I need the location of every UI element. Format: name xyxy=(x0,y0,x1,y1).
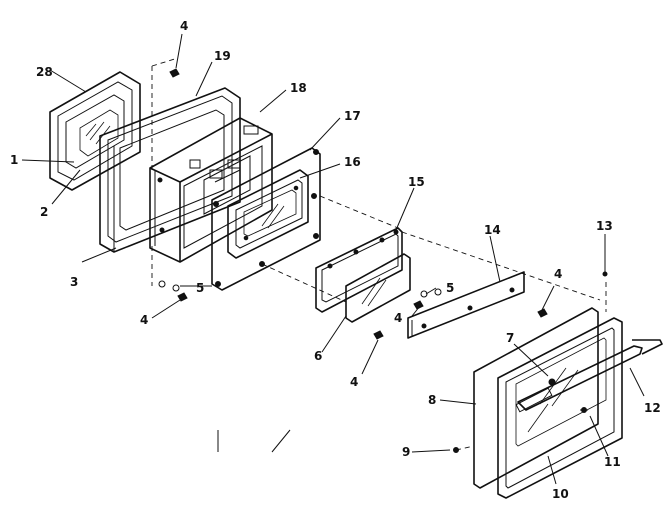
callout-5-left: 5 xyxy=(196,281,204,295)
callout-2: 2 xyxy=(40,205,48,219)
callout-4-middle: 4 xyxy=(350,375,358,389)
part-18-door-insulation-box xyxy=(149,117,273,263)
assembly-guide-lines xyxy=(151,57,607,451)
part-15-glass-retainer xyxy=(315,227,403,313)
callout-4-top: 4 xyxy=(180,19,188,33)
callout-labels: 28 19 18 17 16 15 14 13 12 11 10 9 8 7 6… xyxy=(10,19,661,501)
callout-13: 13 xyxy=(596,219,613,233)
part-28-door-liner xyxy=(49,71,141,191)
part-4-screws xyxy=(169,68,548,340)
callout-8: 8 xyxy=(428,393,436,407)
callout-6: 6 xyxy=(314,349,322,363)
callout-15: 15 xyxy=(408,175,425,189)
callout-5-right: 5 xyxy=(446,281,454,295)
callout-16: 16 xyxy=(344,155,361,169)
callout-1: 1 xyxy=(10,153,18,167)
callout-10: 10 xyxy=(552,487,569,501)
callout-3: 3 xyxy=(70,275,78,289)
scan-marks xyxy=(217,429,291,453)
callout-12: 12 xyxy=(644,401,661,415)
part-19-door-seal-frame xyxy=(99,87,241,253)
part-14-door-bracket xyxy=(407,271,525,339)
part-16-inner-window-glass xyxy=(227,169,309,259)
part-5-washers xyxy=(158,280,442,298)
callout-28: 28 xyxy=(36,65,53,79)
part-12-door-handle xyxy=(517,339,663,411)
callout-17: 17 xyxy=(344,109,361,123)
part-8-outer-door-panel xyxy=(473,307,599,489)
callout-19: 19 xyxy=(214,49,231,63)
callout-18: 18 xyxy=(290,81,307,95)
callout-leader-lines xyxy=(21,33,645,485)
callout-4-right: 4 xyxy=(554,267,562,281)
part-10-door-trim-frame xyxy=(497,317,623,499)
part-7-window-spacer xyxy=(515,378,556,413)
callout-4-bracket: 4 xyxy=(394,311,402,325)
part-13-screw xyxy=(602,262,608,277)
callout-9: 9 xyxy=(402,445,410,459)
callout-14: 14 xyxy=(484,223,501,237)
callout-4-left: 4 xyxy=(140,313,148,327)
callout-7: 7 xyxy=(506,331,514,345)
part-11-door-clip xyxy=(580,407,588,413)
callout-11: 11 xyxy=(604,455,621,469)
part-6-outer-window-glass xyxy=(345,253,411,323)
